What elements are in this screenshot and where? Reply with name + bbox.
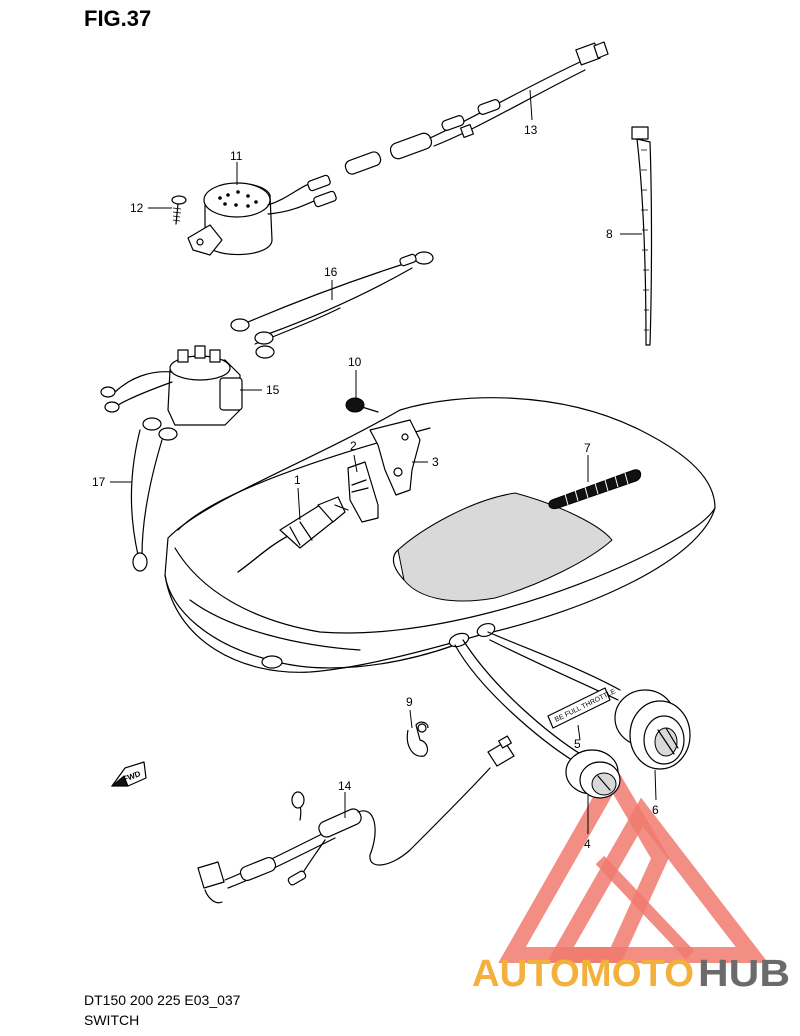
part-3-bracket [369,419,421,496]
tiller-panel-body [164,397,716,673]
part-9-clamp [406,721,429,757]
part-4-switch [565,749,621,799]
part-14-lead-wire [197,735,515,904]
callout-1: 1 [294,473,301,487]
callout-2: 2 [350,439,357,453]
callout-7: 7 [584,441,591,455]
callout-5: 5 [574,737,581,751]
part-2-clip [347,461,379,523]
callout-numbers: 1 2 3 4 5 6 7 8 9 10 11 12 13 14 15 16 1… [92,123,659,851]
callout-4: 4 [584,837,591,851]
callout-10: 10 [348,355,362,369]
leader-lines [110,89,657,834]
callout-8: 8 [606,227,613,241]
brand-part2: HUB [698,953,790,995]
figure-name: SWITCH [84,1012,140,1028]
callout-17: 17 [92,475,106,489]
part-16-lead-wire [230,251,434,359]
decal-text: BE FULL THROTTLE [554,688,617,724]
part-7-grip-strip [548,469,642,510]
svg-text:HUB: HUB [698,953,790,995]
brand-part1: AUTOMOTO [472,953,694,995]
figure-code: DT150 200 225 E03_037 [84,992,241,1008]
figure-title: FIG.37 [84,6,152,31]
watermark-text: AUTOMOTO HUB [472,953,790,995]
part-11-buzzer [187,151,382,256]
callout-15: 15 [266,383,280,397]
watermark-logo [498,762,769,963]
callout-16: 16 [324,265,338,279]
part-15-relay [100,345,243,426]
svg-text:AUTOMOTO: AUTOMOTO [472,953,694,995]
part-5-lead-wire: BE FULL THROTTLE [454,631,621,763]
callout-6: 6 [652,803,659,817]
fwd-arrow-icon: FWD [110,761,147,787]
part-1-stop-switch [237,496,349,573]
part-17-lead-wire [130,417,178,572]
callout-14: 14 [338,779,352,793]
callout-9: 9 [406,695,413,709]
part-10-screw [345,397,379,413]
part-6-switch [614,689,691,770]
callout-12: 12 [130,201,144,215]
part-8-cable-tie [631,126,653,346]
part-12-screw [171,195,187,225]
callout-13: 13 [524,123,538,137]
callout-11: 11 [230,149,243,163]
callout-3: 3 [432,455,439,469]
part-13-lead-wire [389,41,609,160]
